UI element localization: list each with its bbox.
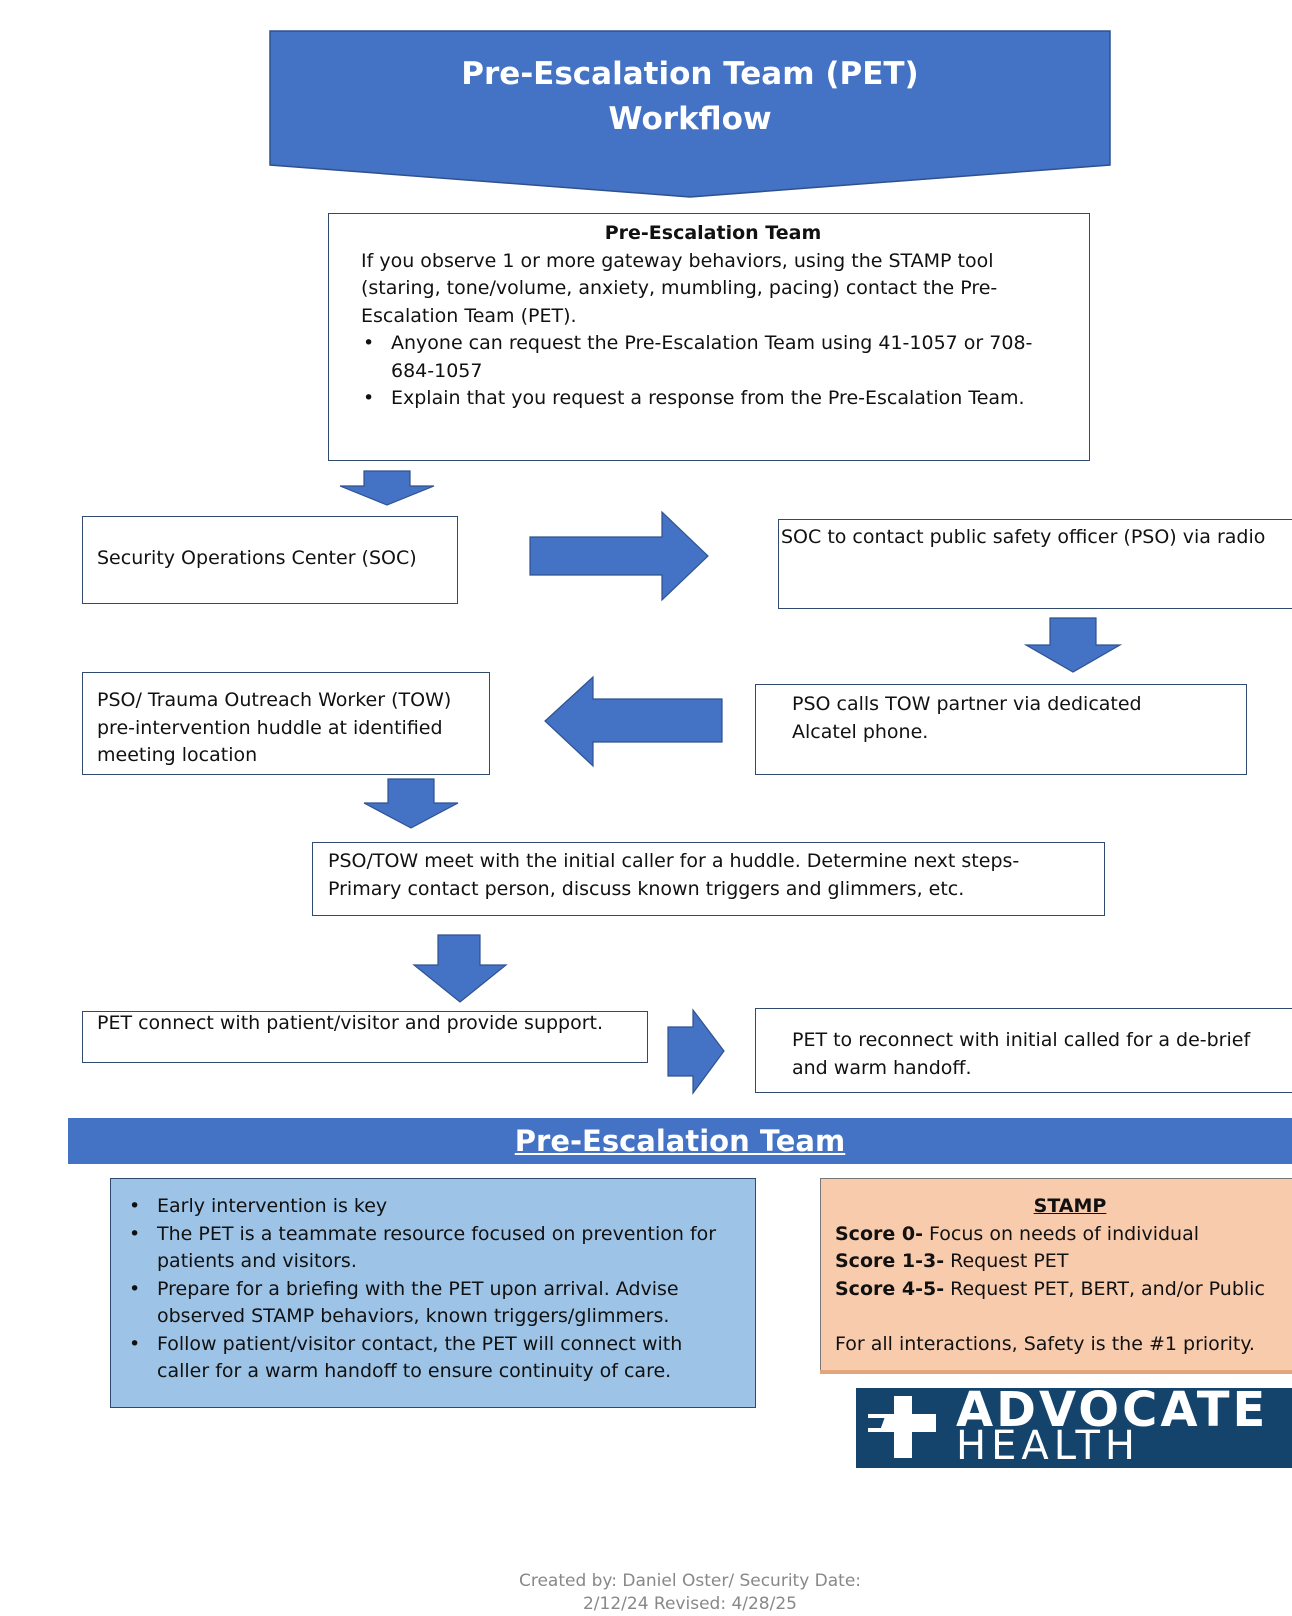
stamp-box: STAMP Score 0- Focus on needs of individ…: [820, 1178, 1292, 1370]
intro-box: Pre-Escalation Team If you observe 1 or …: [328, 213, 1090, 461]
pet-connect-text: PET connect with patient/visitor and pro…: [97, 1012, 604, 1034]
footer-line-1: Created by: Daniel Oster/ Security Date:: [518, 1571, 862, 1591]
stamp-score-label: Score 0-: [835, 1222, 923, 1245]
advocate-health-logo: ADVOCATE HEALTH: [856, 1388, 1292, 1468]
arrow-left-1: [544, 675, 723, 768]
cross-icon: [864, 1396, 936, 1458]
stamp-score-text: Request PET: [944, 1250, 1069, 1273]
info-bullet-list: Early intervention is key The PET is a t…: [127, 1193, 735, 1386]
info-box: Early intervention is key The PET is a t…: [110, 1178, 756, 1408]
footer-credits: Created by: Daniel Oster/ Security Date:…: [0, 1570, 1292, 1616]
soc-box-text: Security Operations Center (SOC): [97, 547, 417, 569]
stamp-box-shadow: [820, 1370, 1292, 1374]
huddle-box: PSO/ Trauma Outreach Worker (TOW) pre-in…: [82, 672, 490, 775]
title-line-2: Workflow: [608, 100, 772, 137]
intro-bullet: Explain that you request a response from…: [363, 385, 1065, 413]
arrow-down-4: [412, 934, 508, 1003]
info-bullet: Follow patient/visitor contact, the PET …: [129, 1331, 735, 1386]
title-line-1: Pre-Escalation Team (PET): [461, 56, 919, 92]
intro-box-title: Pre-Escalation Team: [604, 222, 822, 244]
page-title: Pre-Escalation Team (PET) Workflow: [270, 52, 1110, 142]
arrow-right-2: [667, 1008, 725, 1095]
intro-bullet: Anyone can request the Pre-Escalation Te…: [363, 330, 1065, 385]
meet-caller-box: PSO/TOW meet with the initial caller for…: [312, 842, 1105, 916]
pso-calls-text: PSO calls TOW partner via dedicated Alca…: [792, 693, 1142, 743]
info-bullet: Prepare for a briefing with the PET upon…: [129, 1276, 735, 1331]
pet-connect-box: PET connect with patient/visitor and pro…: [82, 1011, 648, 1063]
pet-reconnect-text: PET to reconnect with initial called for…: [792, 1029, 1251, 1079]
huddle-text: PSO/ Trauma Outreach Worker (TOW) pre-in…: [97, 689, 452, 767]
info-bullet: The PET is a teammate resource focused o…: [129, 1221, 735, 1276]
footer-line-2: 2/12/24 Revised: 4/28/25: [582, 1593, 797, 1614]
stamp-row: Score 1-3- Request PET: [835, 1248, 1292, 1276]
logo-wordmark-top: ADVOCATE: [956, 1388, 1269, 1438]
pso-calls-box: PSO calls TOW partner via dedicated Alca…: [755, 684, 1247, 775]
arrow-down-2: [1023, 617, 1123, 673]
info-bullet: Early intervention is key: [129, 1193, 735, 1221]
stamp-note: For all interactions, Safety is the #1 p…: [835, 1333, 1255, 1356]
section-banner: Pre-Escalation Team: [68, 1118, 1292, 1164]
arrow-right-1: [529, 510, 709, 602]
section-banner-title: Pre-Escalation Team: [514, 1124, 846, 1158]
stamp-title: STAMP: [1033, 1195, 1107, 1217]
stamp-row: Score 0- Focus on needs of individual: [835, 1221, 1292, 1249]
stamp-row: Score 4-5- Request PET, BERT, and/or Pub…: [835, 1276, 1292, 1304]
stamp-score-label: Score 4-5-: [835, 1277, 945, 1300]
soc-box: Security Operations Center (SOC): [82, 516, 458, 604]
header-banner-shape: [269, 30, 1111, 198]
soc-contact-text: SOC to contact public safety officer (PS…: [781, 526, 1266, 548]
arrow-down-1: [339, 470, 435, 506]
stamp-score-text: Focus on needs of individual: [922, 1222, 1200, 1245]
stamp-score-text: Request PET, BERT, and/or Public: [944, 1277, 1265, 1300]
stamp-score-label: Score 1-3-: [835, 1250, 945, 1273]
logo-wordmark-bottom: HEALTH: [956, 1423, 1141, 1468]
arrow-down-3: [363, 778, 459, 829]
soc-contact-box: SOC to contact public safety officer (PS…: [778, 519, 1292, 609]
pet-reconnect-box: PET to reconnect with initial called for…: [755, 1008, 1292, 1093]
meet-caller-text: PSO/TOW meet with the initial caller for…: [328, 850, 1020, 900]
intro-bullet-list: Anyone can request the Pre-Escalation Te…: [361, 330, 1065, 413]
intro-box-text: If you observe 1 or more gateway behavio…: [361, 249, 998, 327]
